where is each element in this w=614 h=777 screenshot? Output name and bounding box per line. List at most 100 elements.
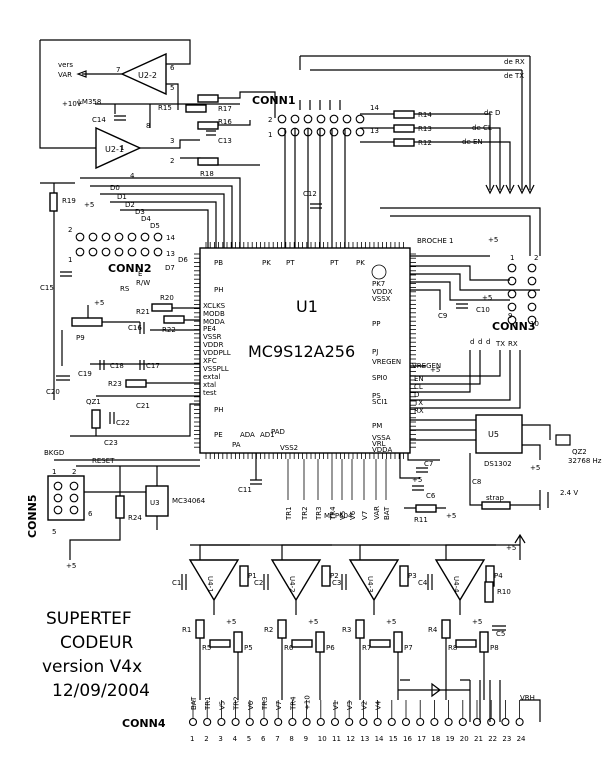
- r12-label: R12: [418, 139, 432, 147]
- plus5-a: +5: [84, 201, 94, 209]
- p-label: P5: [244, 644, 253, 652]
- u1-right-pin: VDDA: [372, 446, 392, 454]
- svg-text:14: 14: [166, 234, 175, 242]
- conn1-pin: [329, 127, 339, 137]
- plus5-h: +5: [412, 476, 422, 484]
- conn2-pin: [101, 247, 111, 257]
- conn5-area: BKGD RESET 1 2 6 5 CONN5 +5 R24 U3 MC340…: [26, 449, 206, 570]
- svg-text:ADA: ADA: [240, 431, 255, 439]
- p-label: P7: [404, 644, 413, 652]
- conn4-number: 22: [488, 735, 497, 743]
- conn1: CONN1 2 1 14 13: [252, 94, 379, 139]
- conn4-number: 9: [304, 735, 308, 743]
- svg-text:13: 13: [166, 250, 175, 258]
- conn1-pin: [355, 127, 365, 137]
- conn4-number: 17: [417, 735, 426, 743]
- svg-text:1: 1: [510, 254, 514, 262]
- svg-text:E: E: [138, 270, 142, 278]
- u1-part: MC9S12A256: [248, 342, 355, 361]
- conn3-pin: [527, 302, 537, 312]
- r23-label: R23: [108, 380, 122, 388]
- conn4-pin: [387, 717, 396, 727]
- r17-label: R17: [218, 105, 232, 113]
- u2-opamps: U2-2 U2-1 LM358 7 6 5 8 1 3 2 4 vers VAR…: [39, 39, 260, 180]
- u1-port-ph2: PH: [214, 406, 224, 414]
- qz2-label: QZ2: [572, 448, 587, 456]
- svg-text:RS: RS: [120, 285, 130, 293]
- svg-text:d: d: [478, 338, 482, 346]
- conn5-pin: [53, 493, 63, 503]
- svg-text:D0: D0: [110, 184, 120, 192]
- conn4-number: 12: [346, 735, 355, 743]
- conn4-pin-label: TR2: [233, 696, 241, 711]
- u1-left-pin: PE4: [203, 325, 217, 333]
- svg-text:CL: CL: [414, 383, 423, 391]
- plus5-i: +5: [446, 512, 456, 520]
- r-label2: R6: [284, 644, 294, 652]
- strap-label: strap: [486, 494, 505, 502]
- svg-text:D4: D4: [141, 215, 151, 223]
- u1-bottom-label: V7: [361, 511, 369, 520]
- pin13: 13: [370, 127, 379, 135]
- pin3: 3: [170, 137, 174, 145]
- plus5-d: +5: [488, 236, 498, 244]
- conn1-pin: [316, 127, 326, 137]
- u1-left-pin: VSSPLL: [203, 365, 229, 373]
- plus5-label: +5: [386, 618, 396, 626]
- rb-components: C7 C6 +5 R11 +5: [399, 453, 456, 524]
- conn4-pin: [373, 717, 382, 727]
- u1-label: U1: [296, 297, 318, 316]
- u2-resistors: R15 R17 R16 R18 C13 C14: [92, 91, 276, 178]
- svg-text:RX: RX: [414, 407, 424, 415]
- top-right-resistors: R14 R13 R12 de RX de TX de D de CL de EN: [299, 55, 535, 195]
- var-label: VAR: [58, 71, 72, 79]
- qz1-label: QZ1: [86, 398, 101, 406]
- svg-text:1: 1: [68, 256, 72, 264]
- u1-right-pin: PM: [372, 422, 382, 430]
- c6-label: C6: [426, 492, 436, 500]
- p9-label: P9: [76, 334, 85, 342]
- svg-text:AD1: AD1: [260, 431, 275, 439]
- batt-label: 2.4 V: [560, 489, 578, 497]
- c13-label: C13: [218, 137, 232, 145]
- conn4-number: 1: [190, 735, 194, 743]
- pin1: 1: [120, 144, 124, 152]
- r-label: R4: [428, 626, 438, 634]
- u1-left-pin: MODA: [203, 318, 225, 326]
- plus5-e: +5: [482, 294, 492, 302]
- conn4-number: 19: [446, 735, 455, 743]
- conn4-pin-label: TR3: [261, 696, 269, 711]
- conn2-pin: [153, 247, 163, 257]
- plus5-label: +5: [472, 618, 482, 626]
- c5-label: C5: [496, 630, 505, 638]
- conn4-pin: [288, 717, 297, 727]
- c21-label: C21: [136, 402, 150, 410]
- c9-label: C9: [438, 312, 447, 320]
- conn5-pin: [69, 493, 79, 503]
- pin4: 4: [130, 172, 135, 180]
- conn4-number: 7: [275, 735, 279, 743]
- r-label: R2: [264, 626, 273, 634]
- conn5-pin: [53, 505, 63, 515]
- u1-right-pin: VRL: [372, 440, 386, 448]
- u1-chip: U1 MC9S12A256 BROCHE 1 PH PB PH PE PK PT…: [194, 237, 453, 459]
- conn4-pin: [345, 717, 354, 727]
- u1-left-pin: VDDR: [203, 341, 224, 349]
- c10-label: C10: [476, 306, 490, 314]
- r20-label: R20: [160, 294, 174, 302]
- conn4-pin: [416, 717, 425, 727]
- title-line4: 12/09/2004: [52, 681, 150, 701]
- u3-part: MC34064: [172, 497, 206, 505]
- u1-left-pin: VSSR: [203, 333, 222, 341]
- svg-text:9: 9: [508, 312, 512, 320]
- title-line2: CODEUR: [60, 633, 134, 653]
- u5-label: U5: [488, 430, 499, 439]
- u1-port-pk: PK: [262, 259, 271, 267]
